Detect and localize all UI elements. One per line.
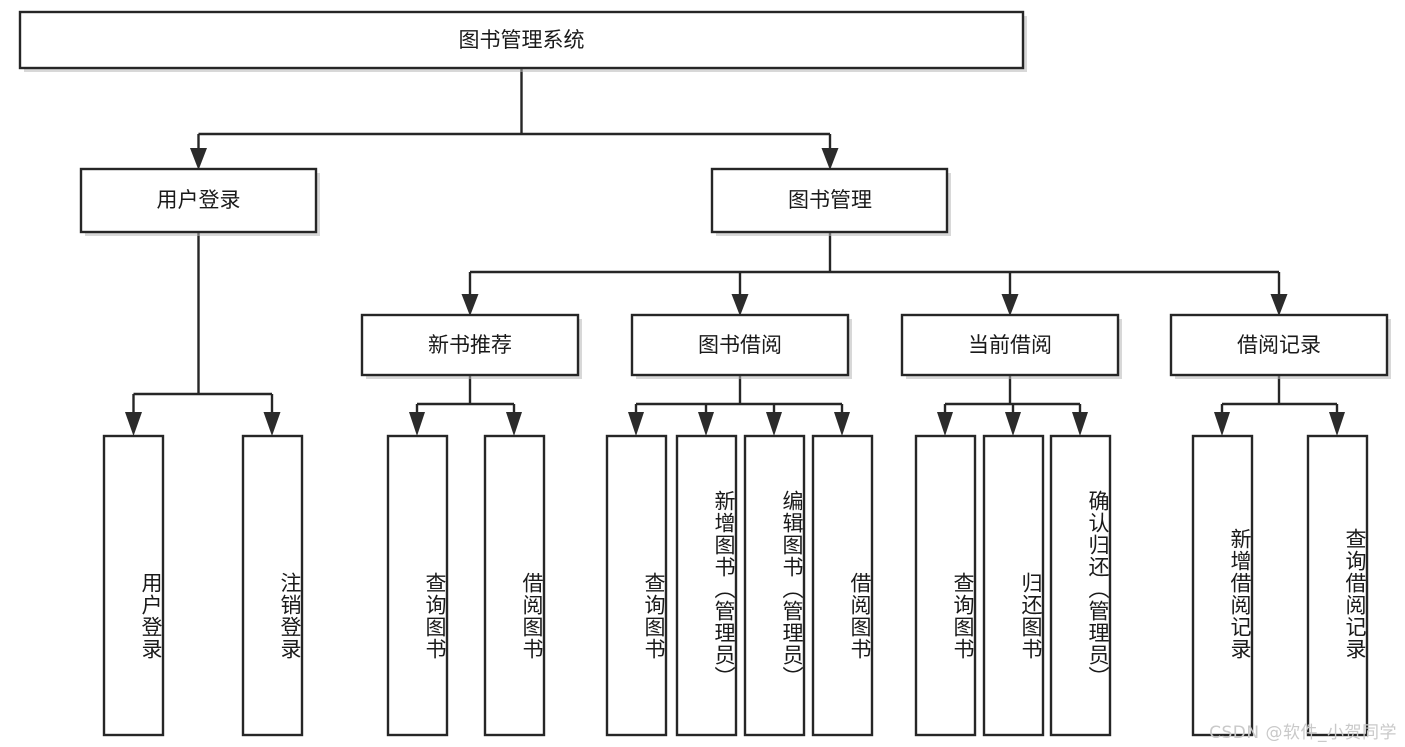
leaf-rect-return-book[interactable] bbox=[982, 434, 1045, 737]
leaf-rect-borrow-book-1[interactable] bbox=[483, 434, 546, 737]
leaf-rect-add-record[interactable] bbox=[1191, 434, 1254, 737]
arrow-to-book-mgmt-box bbox=[821, 148, 839, 170]
leaf-rect-query-record[interactable] bbox=[1306, 434, 1369, 737]
node-new-book-recommend[interactable]: 新书推荐 bbox=[360, 313, 582, 379]
arrow-to-current-borrow-box bbox=[1001, 294, 1019, 316]
csdn-watermark: CSDN @软件_小贺同学 bbox=[1209, 723, 1397, 743]
arrow-to-user-login-box bbox=[190, 148, 207, 170]
node-user-login[interactable]: 用户登录 bbox=[79, 167, 320, 236]
arrow-to-leaf-return-book bbox=[1005, 412, 1021, 436]
node-root-label: 图书管理系统 bbox=[459, 28, 585, 52]
leaf-rect-confirm-return[interactable] bbox=[1049, 434, 1112, 737]
arrow-to-borrow-book-box bbox=[731, 294, 749, 316]
leaf-rect-query-book-3[interactable] bbox=[914, 434, 977, 737]
node-book-management[interactable]: 图书管理 bbox=[710, 167, 951, 236]
arrow-to-leaf-borrow-book-1 bbox=[506, 412, 522, 436]
node-book-borrow[interactable]: 图书借阅 bbox=[630, 313, 852, 379]
node-book-borrow-rect[interactable] bbox=[630, 313, 850, 377]
arrow-to-leaf-add-record bbox=[1214, 412, 1230, 436]
arrow-to-leaf-add-book bbox=[698, 412, 714, 436]
arrow-to-leaf-confirm-return bbox=[1072, 412, 1088, 436]
arrow-to-leaf-edit-book bbox=[766, 412, 782, 436]
node-borrow-record-label: 借阅记录 bbox=[1237, 333, 1321, 357]
node-borrow-record[interactable]: 借阅记录 bbox=[1169, 313, 1391, 379]
node-book-borrow-label: 图书借阅 bbox=[698, 333, 782, 357]
arrow-to-leaf-query-book-3 bbox=[937, 412, 953, 436]
leaf-rect-edit-book[interactable] bbox=[743, 434, 806, 737]
node-current-borrow[interactable]: 当前借阅 bbox=[900, 313, 1122, 379]
node-root[interactable]: 图书管理系统 bbox=[18, 10, 1027, 72]
leaf-rect-query-book-2[interactable] bbox=[605, 434, 668, 737]
arrow-to-leaf-query-book-1 bbox=[409, 412, 425, 436]
node-borrow-record-rect[interactable] bbox=[1169, 313, 1389, 377]
leaf-box-group bbox=[102, 434, 1369, 737]
node-new-book-recommend-label: 新书推荐 bbox=[428, 333, 512, 357]
leaf-rect-logout[interactable] bbox=[241, 434, 304, 737]
arrow-to-leaf-logout bbox=[263, 412, 281, 436]
node-user-login-label: 用户登录 bbox=[157, 188, 241, 212]
arrow-to-leaf-user-login bbox=[125, 412, 142, 436]
arrow-to-leaf-borrow-book-2 bbox=[834, 412, 850, 436]
arrowhead-group bbox=[125, 148, 1345, 436]
arrow-to-leaf-query-book-2 bbox=[628, 412, 644, 436]
node-book-management-label: 图书管理 bbox=[788, 188, 872, 212]
node-book-management-rect[interactable] bbox=[710, 167, 949, 234]
node-new-book-recommend-rect[interactable] bbox=[360, 313, 580, 377]
arrow-to-new-book-box bbox=[461, 294, 479, 316]
node-user-login-rect[interactable] bbox=[79, 167, 318, 234]
leaf-rect-add-book[interactable] bbox=[675, 434, 738, 737]
leaf-rect-borrow-book-2[interactable] bbox=[811, 434, 874, 737]
arrow-to-leaf-query-record bbox=[1329, 412, 1345, 436]
leaf-rect-user-login[interactable] bbox=[102, 434, 165, 737]
leaf-rect-query-book-1[interactable] bbox=[386, 434, 449, 737]
node-current-borrow-rect[interactable] bbox=[900, 313, 1120, 377]
arrow-to-borrow-record-box bbox=[1270, 294, 1288, 316]
node-current-borrow-label: 当前借阅 bbox=[968, 333, 1052, 357]
node-root-rect[interactable] bbox=[18, 10, 1025, 70]
